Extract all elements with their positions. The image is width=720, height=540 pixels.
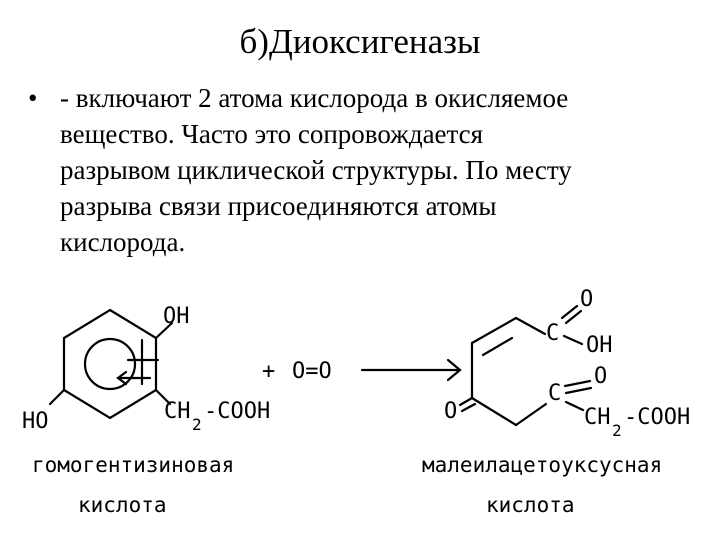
product-double-inner xyxy=(481,336,514,357)
c1-oh-bond xyxy=(562,334,584,346)
label-o-mid: O xyxy=(594,364,607,389)
label-ch2-product-subscript: 2 xyxy=(612,421,622,440)
reaction-arrow-head xyxy=(446,358,462,382)
bullet-line-4: разрыва связи присоединяются атомы xyxy=(60,191,497,221)
label-ch2: CH xyxy=(164,399,191,424)
product-bond-1 xyxy=(470,316,518,345)
c2-ch2-bond xyxy=(564,400,585,412)
bullet-marker: • xyxy=(28,83,38,113)
bond-ho xyxy=(48,388,66,406)
product-bond-o-left-2 xyxy=(460,402,477,413)
product-name-line-1: малеилацетоуксусная xyxy=(422,453,662,477)
label-oh-product: OH xyxy=(586,333,613,358)
c1-o-bond-2 xyxy=(564,309,583,325)
bond-oh xyxy=(154,321,174,340)
label-cooh: -COOH xyxy=(204,399,270,424)
product-name-line-2: кислота xyxy=(486,493,575,517)
bullet-line-1: - включают 2 атома кислорода в окисляемо… xyxy=(60,83,569,113)
c2-o-bond-1 xyxy=(563,379,592,388)
aromatic-circle xyxy=(83,337,137,391)
label-cooh-product: -COOH xyxy=(624,405,690,430)
oxygen-molecule: O=O xyxy=(292,359,332,384)
label-o-top: O xyxy=(580,287,593,312)
cleavage-arrow-head xyxy=(116,370,128,386)
c1-o-bond-1 xyxy=(560,304,579,320)
label-oh: OH xyxy=(163,304,190,329)
label-o-left: O xyxy=(444,399,457,424)
product-bond-4 xyxy=(470,396,518,427)
bullet-line-3: разрывом циклической структуры. По месту xyxy=(60,155,572,185)
label-c2: C xyxy=(548,381,561,406)
slide-title: б)Диоксигеназы xyxy=(239,22,481,61)
reactant-name-line-2: кислота xyxy=(78,493,167,517)
label-ch2-subscript: 2 xyxy=(192,415,202,434)
product-bond-2 xyxy=(514,316,547,336)
label-ho: HO xyxy=(22,409,49,434)
plus-sign: + xyxy=(262,359,275,384)
c2-o-bond-2 xyxy=(564,386,593,395)
label-c1: C xyxy=(546,321,559,346)
product-bond-5 xyxy=(514,402,548,427)
product-bond-o-left-1 xyxy=(458,396,474,407)
reactant-name-line-1: гомогентизиновая xyxy=(32,453,234,477)
label-ch2-product: CH xyxy=(584,405,611,430)
bullet-line-2: вещество. Часто это сопровождается xyxy=(60,119,484,149)
bullet-line-5: кислорода. xyxy=(60,227,186,257)
bullet-text: - включают 2 атома кислорода в окисляемо… xyxy=(60,80,700,260)
bond-side-chain xyxy=(154,388,172,406)
